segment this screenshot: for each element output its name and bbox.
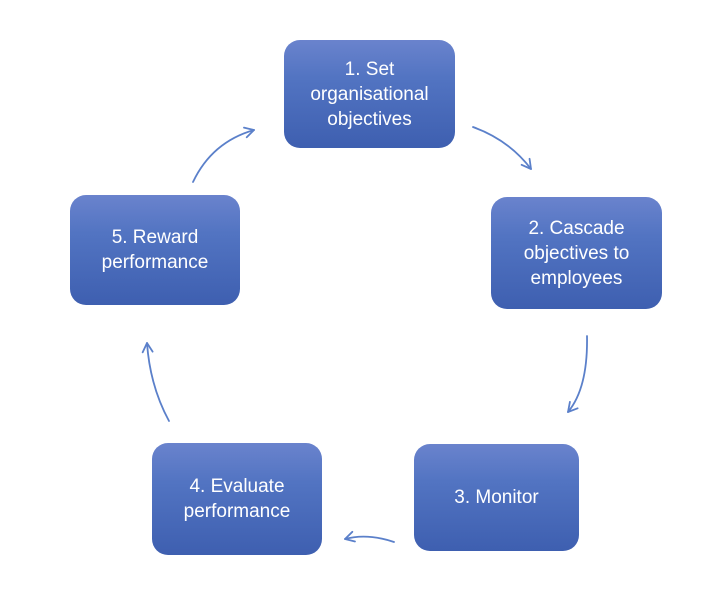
node-step-2-label: 2. Cascade objectives to employees: [523, 217, 630, 289]
arrow-step1-to-step2: [472, 126, 532, 170]
node-step-3: 3. Monitor: [414, 444, 579, 551]
arrow-step5-to-step1: [192, 126, 255, 183]
node-step-3-label: 3. Monitor: [454, 487, 539, 508]
arrow-step2-to-step3: [567, 335, 588, 413]
node-step-5: 5. Reward performance: [70, 195, 240, 305]
arrow-step4-to-step5: [141, 342, 170, 422]
node-step-4-label: 4. Evaluate performance: [183, 476, 291, 522]
node-step-5-label: 5. Reward performance: [101, 227, 209, 273]
arrow-step3-to-step4: [344, 530, 395, 543]
node-step-4: 4. Evaluate performance: [152, 443, 322, 555]
node-step-1: 1. Set organisational objectives: [284, 40, 455, 148]
node-step-2: 2. Cascade objectives to employees: [491, 197, 662, 309]
node-step-1-label: 1. Set organisational objectives: [310, 58, 429, 130]
